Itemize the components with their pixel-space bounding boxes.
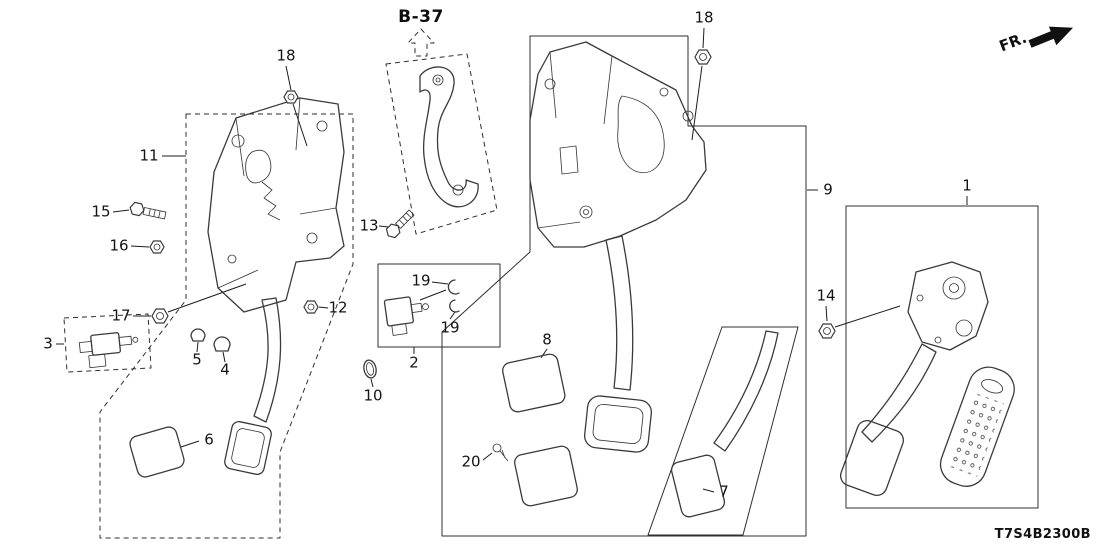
switch-3-dashed-boundary <box>63 313 152 373</box>
pedal-assembly-9-box <box>441 35 807 537</box>
callout-12[interactable]: 12 <box>328 298 348 317</box>
callout-10[interactable]: 10 <box>363 386 383 405</box>
nut-16-drawing <box>149 240 165 254</box>
callout-20[interactable]: 20 <box>461 452 481 471</box>
brake-pedal-dashed-boundary <box>99 113 354 539</box>
stop-switch-3-drawing <box>78 332 139 369</box>
callout-19-upper[interactable]: 19 <box>411 271 431 290</box>
b37-bracket-drawing <box>419 66 479 208</box>
nut-14-drawing <box>818 323 836 339</box>
pedal-arm-7-drawing <box>670 330 779 518</box>
bolt-13-drawing <box>385 209 415 239</box>
b37-reference-label: B-37 <box>398 7 444 27</box>
callout-17[interactable]: 17 <box>111 306 131 325</box>
nut-17-drawing <box>151 308 169 324</box>
bolt-15-drawing <box>129 201 167 220</box>
callout-16[interactable]: 16 <box>109 236 129 255</box>
callout-18-right[interactable]: 18 <box>694 8 714 27</box>
screw-20-drawing <box>492 443 509 462</box>
cap-4-drawing <box>213 336 231 352</box>
pedal-pad-6-drawing <box>129 426 185 478</box>
leader-lines <box>56 27 968 493</box>
callout-6[interactable]: 6 <box>204 430 214 449</box>
nut-18-right-drawing <box>694 49 712 65</box>
fr-arrow-icon <box>1028 26 1074 48</box>
callout-9[interactable]: 9 <box>823 180 833 199</box>
callout-19-lower[interactable]: 19 <box>440 318 460 337</box>
callout-5[interactable]: 5 <box>192 350 202 369</box>
clip-19-lower-drawing <box>449 299 460 313</box>
cap-5-drawing <box>190 328 206 342</box>
callout-11[interactable]: 11 <box>139 146 159 165</box>
clip-19-upper-drawing <box>447 279 460 295</box>
callout-4[interactable]: 4 <box>220 360 230 379</box>
switch-2-drawing <box>383 296 429 336</box>
nut-12-drawing <box>303 300 319 314</box>
callout-15[interactable]: 15 <box>91 202 111 221</box>
b37-arrow-icon <box>407 28 435 57</box>
callout-3[interactable]: 3 <box>43 334 53 353</box>
nut-18-left-drawing <box>283 90 299 104</box>
pedal-pad-8-drawing <box>502 353 566 413</box>
callout-8[interactable]: 8 <box>542 330 552 349</box>
drilled-pad-20-drawing <box>514 445 578 507</box>
accel-pedal-drawing <box>839 261 1015 496</box>
callout-14[interactable]: 14 <box>816 286 836 305</box>
accel-pedal-1-box <box>845 205 1039 509</box>
switch-2-box <box>377 263 501 348</box>
brake-pedal-bracket-drawing <box>207 97 345 475</box>
b37-bracket-dashed-boundary <box>385 53 498 235</box>
callout-18-left[interactable]: 18 <box>276 46 296 65</box>
ring-10-drawing <box>363 359 377 379</box>
callout-1[interactable]: 1 <box>962 176 972 195</box>
callout-2[interactable]: 2 <box>409 353 419 372</box>
callout-7[interactable]: 7 <box>719 482 729 501</box>
callout-13[interactable]: 13 <box>359 216 379 235</box>
diagram-code: T7S4B2300B <box>994 527 1091 542</box>
pedal-bracket-9-drawing <box>529 41 707 453</box>
